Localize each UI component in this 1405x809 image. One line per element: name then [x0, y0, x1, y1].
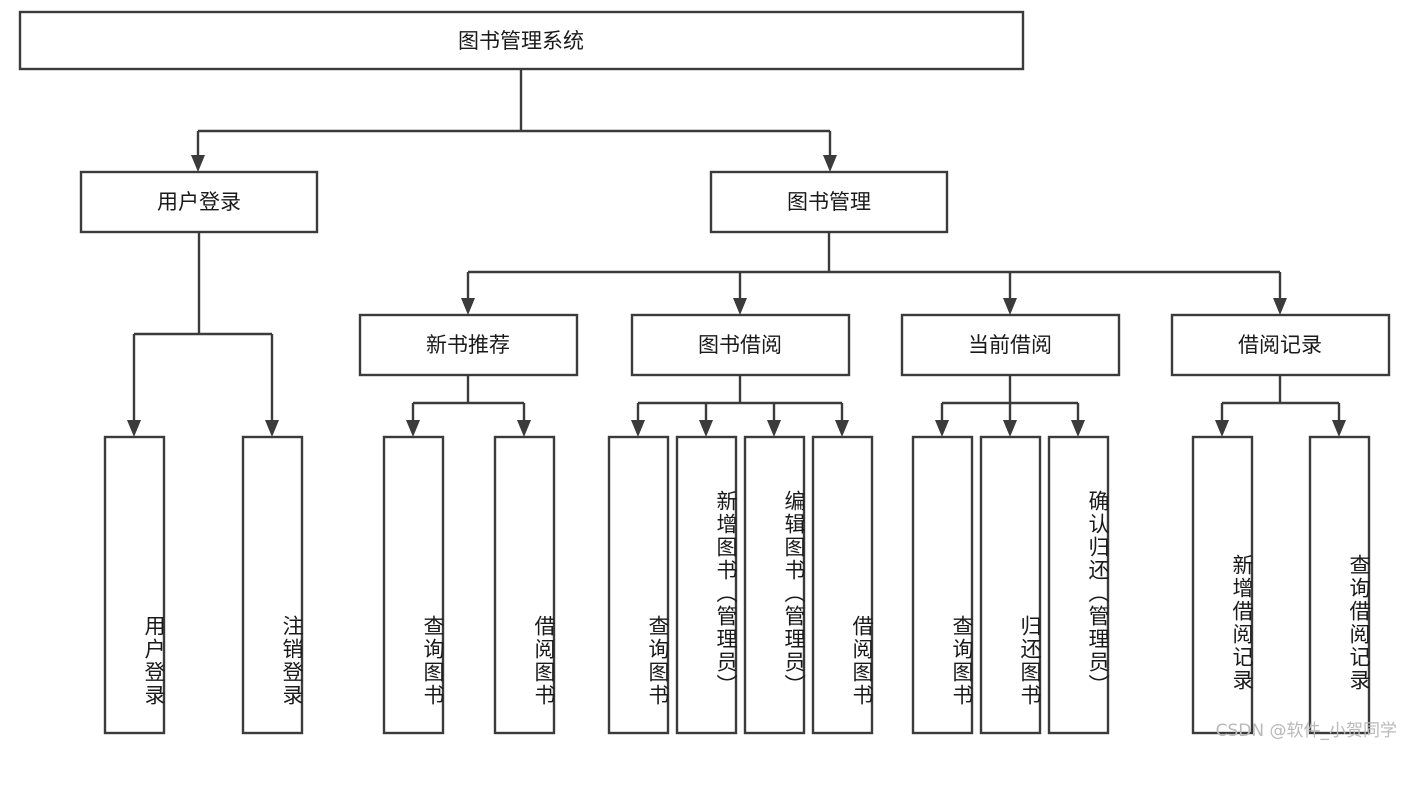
arrow-to-user-login — [191, 155, 205, 172]
node-borrow-record[interactable]: 借阅记录 — [1170, 313, 1391, 377]
node-book-manage-label: 图书管理 — [787, 190, 871, 214]
connector-user-login-leaves — [127, 232, 279, 437]
arrow-to-leaf-query-record — [1332, 420, 1346, 437]
arrow-to-leaf-add-record — [1215, 420, 1229, 437]
node-root[interactable]: 图书管理系统 — [18, 10, 1025, 71]
connector-book-borrow-leaves — [631, 375, 849, 437]
leaf-box-add-record[interactable] — [1191, 435, 1254, 735]
connector-root-bus — [191, 69, 837, 172]
node-root-box[interactable] — [18, 10, 1025, 71]
node-user-login-label: 用户登录 — [157, 190, 241, 214]
connector-new-book-recommend-leaves — [406, 375, 531, 437]
arrow-to-current-borrow — [1003, 298, 1017, 315]
arrow-to-leaf-user-logout — [265, 420, 279, 437]
node-new-book-recommend-box[interactable] — [358, 313, 579, 377]
leaf-box-return-book[interactable] — [979, 435, 1042, 735]
leaf-box-user-logout[interactable] — [241, 435, 304, 735]
arrow-to-leaf-query-book-1 — [406, 420, 420, 437]
node-book-manage[interactable]: 图书管理 — [709, 170, 949, 234]
connector-current-borrow-leaves — [935, 375, 1085, 437]
node-current-borrow-box[interactable] — [900, 313, 1121, 377]
connector-book-manage-bus — [461, 232, 1287, 315]
leaf-box-edit-book[interactable] — [743, 435, 806, 735]
node-current-borrow[interactable]: 当前借阅 — [900, 313, 1121, 377]
arrow-to-leaf-borrow-book-2 — [835, 420, 849, 437]
node-root-label: 图书管理系统 — [458, 29, 584, 53]
watermark: CSDN @软件_小贺同学 — [1215, 721, 1397, 741]
arrow-to-leaf-add-book — [699, 420, 713, 437]
node-user-login[interactable]: 用户登录 — [79, 170, 319, 234]
leaf-box-query-record[interactable] — [1308, 435, 1371, 735]
leaf-box-query-book-1[interactable] — [382, 435, 445, 735]
leaf-box-borrow-book-1[interactable] — [493, 435, 556, 735]
node-user-login-box[interactable] — [79, 170, 319, 234]
arrow-to-new-book-recommend — [461, 298, 475, 315]
node-book-borrow-label: 图书借阅 — [698, 333, 782, 357]
leaf-box-confirm-return[interactable] — [1047, 435, 1110, 735]
arrow-to-book-borrow — [733, 298, 747, 315]
node-current-borrow-label: 当前借阅 — [968, 333, 1052, 357]
arrow-to-borrow-record — [1273, 298, 1287, 315]
leaf-box-query-book-2[interactable] — [607, 435, 670, 735]
node-borrow-record-label: 借阅记录 — [1238, 333, 1322, 357]
arrow-to-leaf-edit-book — [767, 420, 781, 437]
arrow-to-leaf-return-book — [1003, 420, 1017, 437]
arrow-to-leaf-confirm-return — [1071, 420, 1085, 437]
leaf-box-user-login[interactable] — [103, 435, 166, 735]
node-new-book-recommend-label: 新书推荐 — [426, 333, 510, 357]
flowchart-diagram: 图书管理系统 用户登录 图书管理 — [18, 10, 1397, 741]
arrow-to-leaf-query-book-2 — [631, 420, 645, 437]
connector-borrow-record-leaves — [1215, 375, 1346, 437]
arrow-to-leaf-query-book-3 — [935, 420, 949, 437]
tree-canvas: 图书管理系统 用户登录 图书管理 — [18, 10, 1391, 735]
arrow-to-book-manage — [823, 155, 837, 172]
leaf-box-query-book-3[interactable] — [911, 435, 974, 735]
leaf-box-add-book[interactable] — [675, 435, 738, 735]
node-book-borrow[interactable]: 图书借阅 — [630, 313, 851, 377]
node-new-book-recommend[interactable]: 新书推荐 — [358, 313, 579, 377]
arrow-to-leaf-borrow-book-1 — [517, 420, 531, 437]
arrow-to-leaf-user-login — [127, 420, 141, 437]
leaf-box-borrow-book-2[interactable] — [811, 435, 874, 735]
